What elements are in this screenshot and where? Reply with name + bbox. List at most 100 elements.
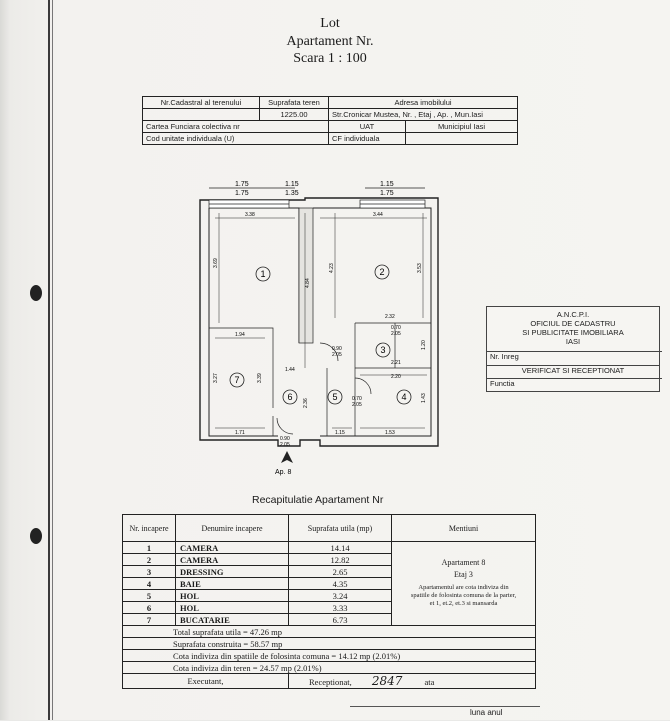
dim-label: 2.05 (280, 442, 290, 448)
mention-note: Apartamentul are cota indiviza din spati… (410, 583, 517, 607)
room-number: 4 (401, 392, 406, 402)
dim-label: 2.21 (391, 360, 401, 366)
table-row: 3 DRESSING 2.65 (122, 565, 536, 578)
unit-code-label: Cod unitate individuala (U) (142, 132, 329, 145)
entry-label: Ap. 8 (275, 469, 291, 476)
stamp-line: IASI (565, 337, 581, 346)
dim-label: 1.94 (235, 332, 245, 338)
room-nr: 6 (122, 601, 176, 614)
mention-apartment: Apartament 8 (441, 557, 486, 567)
dim-label: 3.38 (245, 212, 255, 218)
common-share: Cota indiviza din spatiile de folosinta … (122, 649, 536, 662)
total-usable-area: Total suprafata utila = 47.26 mp (122, 625, 536, 638)
stamp-function: Functia (487, 378, 662, 388)
stamp-verified: VERIFICAT SI RECEPTIONAT (487, 365, 659, 375)
punch-hole (30, 528, 42, 544)
room-number: 7 (234, 375, 239, 385)
dim-label: 2.05 (332, 352, 342, 358)
dim-label: 2.36 (303, 398, 309, 408)
stamp-line: A.N.C.P.I. (556, 310, 590, 319)
bottom-date-label: luna anul (470, 708, 503, 717)
recap-title: Recapitulatie Apartament Nr (252, 494, 384, 506)
table-row: 1 CAMERA 14.14 Apartament 8 Etaj 3 Apart… (122, 541, 536, 626)
land-area-value: 1225.00 (259, 108, 329, 121)
room-name: CAMERA (175, 553, 289, 566)
recap-table: Nr. incapere Denumire incapere Suprafata… (122, 514, 536, 689)
room-area: 4.35 (288, 577, 392, 590)
room-area: 3.33 (288, 601, 392, 614)
dim-label: 0.90 (280, 436, 290, 442)
individual-land-book-value (405, 132, 518, 145)
executant-label: Executant, (122, 673, 289, 689)
dim-top: 1.75 (235, 181, 249, 188)
apartment-title: Apartament Nr. (286, 34, 374, 49)
municipality-value: Municipiul Iasi (405, 120, 518, 133)
mention-floor: Etaj 3 (454, 569, 473, 579)
room-nr: 3 (122, 565, 176, 578)
room-area: 14.14 (288, 541, 392, 554)
room-area: 6.73 (288, 613, 392, 626)
entry-arrow-icon (281, 451, 293, 463)
room-number: 5 (332, 392, 337, 402)
address-value: Str.Cronicar Mustea, Nr. , Etaj , Ap. , … (328, 108, 518, 121)
room-nr: 7 (122, 613, 176, 626)
dim-top: 1.75 (235, 190, 249, 197)
dim-top: 1.75 (380, 190, 394, 197)
individual-land-book-label: CF individuala (328, 132, 406, 145)
land-area-header: Suprafata teren (259, 96, 329, 109)
stamp-line: OFICIUL DE CADASTRU (530, 319, 616, 328)
received-label: Receptionat, (309, 677, 352, 687)
col-header: Denumire incapere (175, 514, 289, 542)
floor-plan: 1.75 1.75 1.15 1.35 1.15 1.75 3.38 3.44 … (199, 181, 439, 476)
room-name: DRESSING (175, 565, 289, 578)
margin-line-inner (52, 0, 53, 720)
room-number: 6 (287, 392, 292, 402)
room-number: 3 (380, 345, 385, 355)
cadastral-header: Nr.Cadastral al terenului (142, 96, 260, 109)
mentions-cell: Apartament 8 Etaj 3 Apartamentul are cot… (391, 541, 536, 626)
room-name: HOL (175, 601, 289, 614)
scale-title: Scara 1 : 100 (293, 51, 367, 66)
dim-label: 2.20 (391, 374, 401, 380)
land-share: Cota indiviza din teren = 24.57 mp (2.01… (122, 661, 536, 674)
room-area: 2.65 (288, 565, 392, 578)
uat-label: UAT (328, 120, 406, 133)
date-fragment: ata (424, 677, 435, 687)
room-nr: 2 (122, 553, 176, 566)
room-name: BUCATARIE (175, 613, 289, 626)
table-row: 4 BAIE 4.35 (122, 577, 536, 590)
ancpi-stamp: A.N.C.P.I. OFICIUL DE CADASTRU SI PUBLIC… (486, 306, 662, 392)
room-name: CAMERA (175, 541, 289, 554)
dim-top: 1.15 (380, 181, 394, 188)
room-nr: 4 (122, 577, 176, 590)
stamp-line: SI PUBLICITATE IMOBILIARA (522, 328, 624, 337)
room-nr: 5 (122, 589, 176, 602)
room-nr: 1 (122, 541, 176, 554)
bottom-stamp-strip: luna anul (350, 706, 540, 721)
address-header: Adresa imobilului (328, 96, 518, 109)
dim-label: 1.43 (421, 393, 427, 403)
cadastral-value (142, 108, 260, 121)
dim-label: 0.90 (332, 346, 342, 352)
room-name: BAIE (175, 577, 289, 590)
cadastral-table: Nr.Cadastral al terenului Suprafata tere… (142, 96, 518, 145)
dim-top: 1.35 (285, 190, 299, 197)
col-header: Suprafata utila (mp) (288, 514, 392, 542)
stamp-reg-number: Nr. Inreg (487, 351, 662, 361)
room-area: 12.82 (288, 553, 392, 566)
dim-label: 3.39 (257, 373, 263, 383)
dim-label: 1.53 (385, 430, 395, 436)
built-area: Suprafata construita = 58.57 mp (122, 637, 536, 650)
dim-label: 1.71 (235, 430, 245, 436)
table-row: 6 HOL 3.33 (122, 601, 536, 614)
dim-label: 0.70 (352, 396, 362, 402)
room-name: HOL (175, 589, 289, 602)
dim-label: 1.15 (335, 430, 345, 436)
dim-label: 1.20 (421, 340, 427, 350)
received-cell: Receptionat, 2847 ata (288, 673, 536, 689)
dim-label: 3.69 (213, 258, 219, 268)
handwritten-number: 2847 (371, 674, 403, 688)
dim-label: 2.32 (385, 314, 395, 320)
margin-line (48, 0, 50, 720)
